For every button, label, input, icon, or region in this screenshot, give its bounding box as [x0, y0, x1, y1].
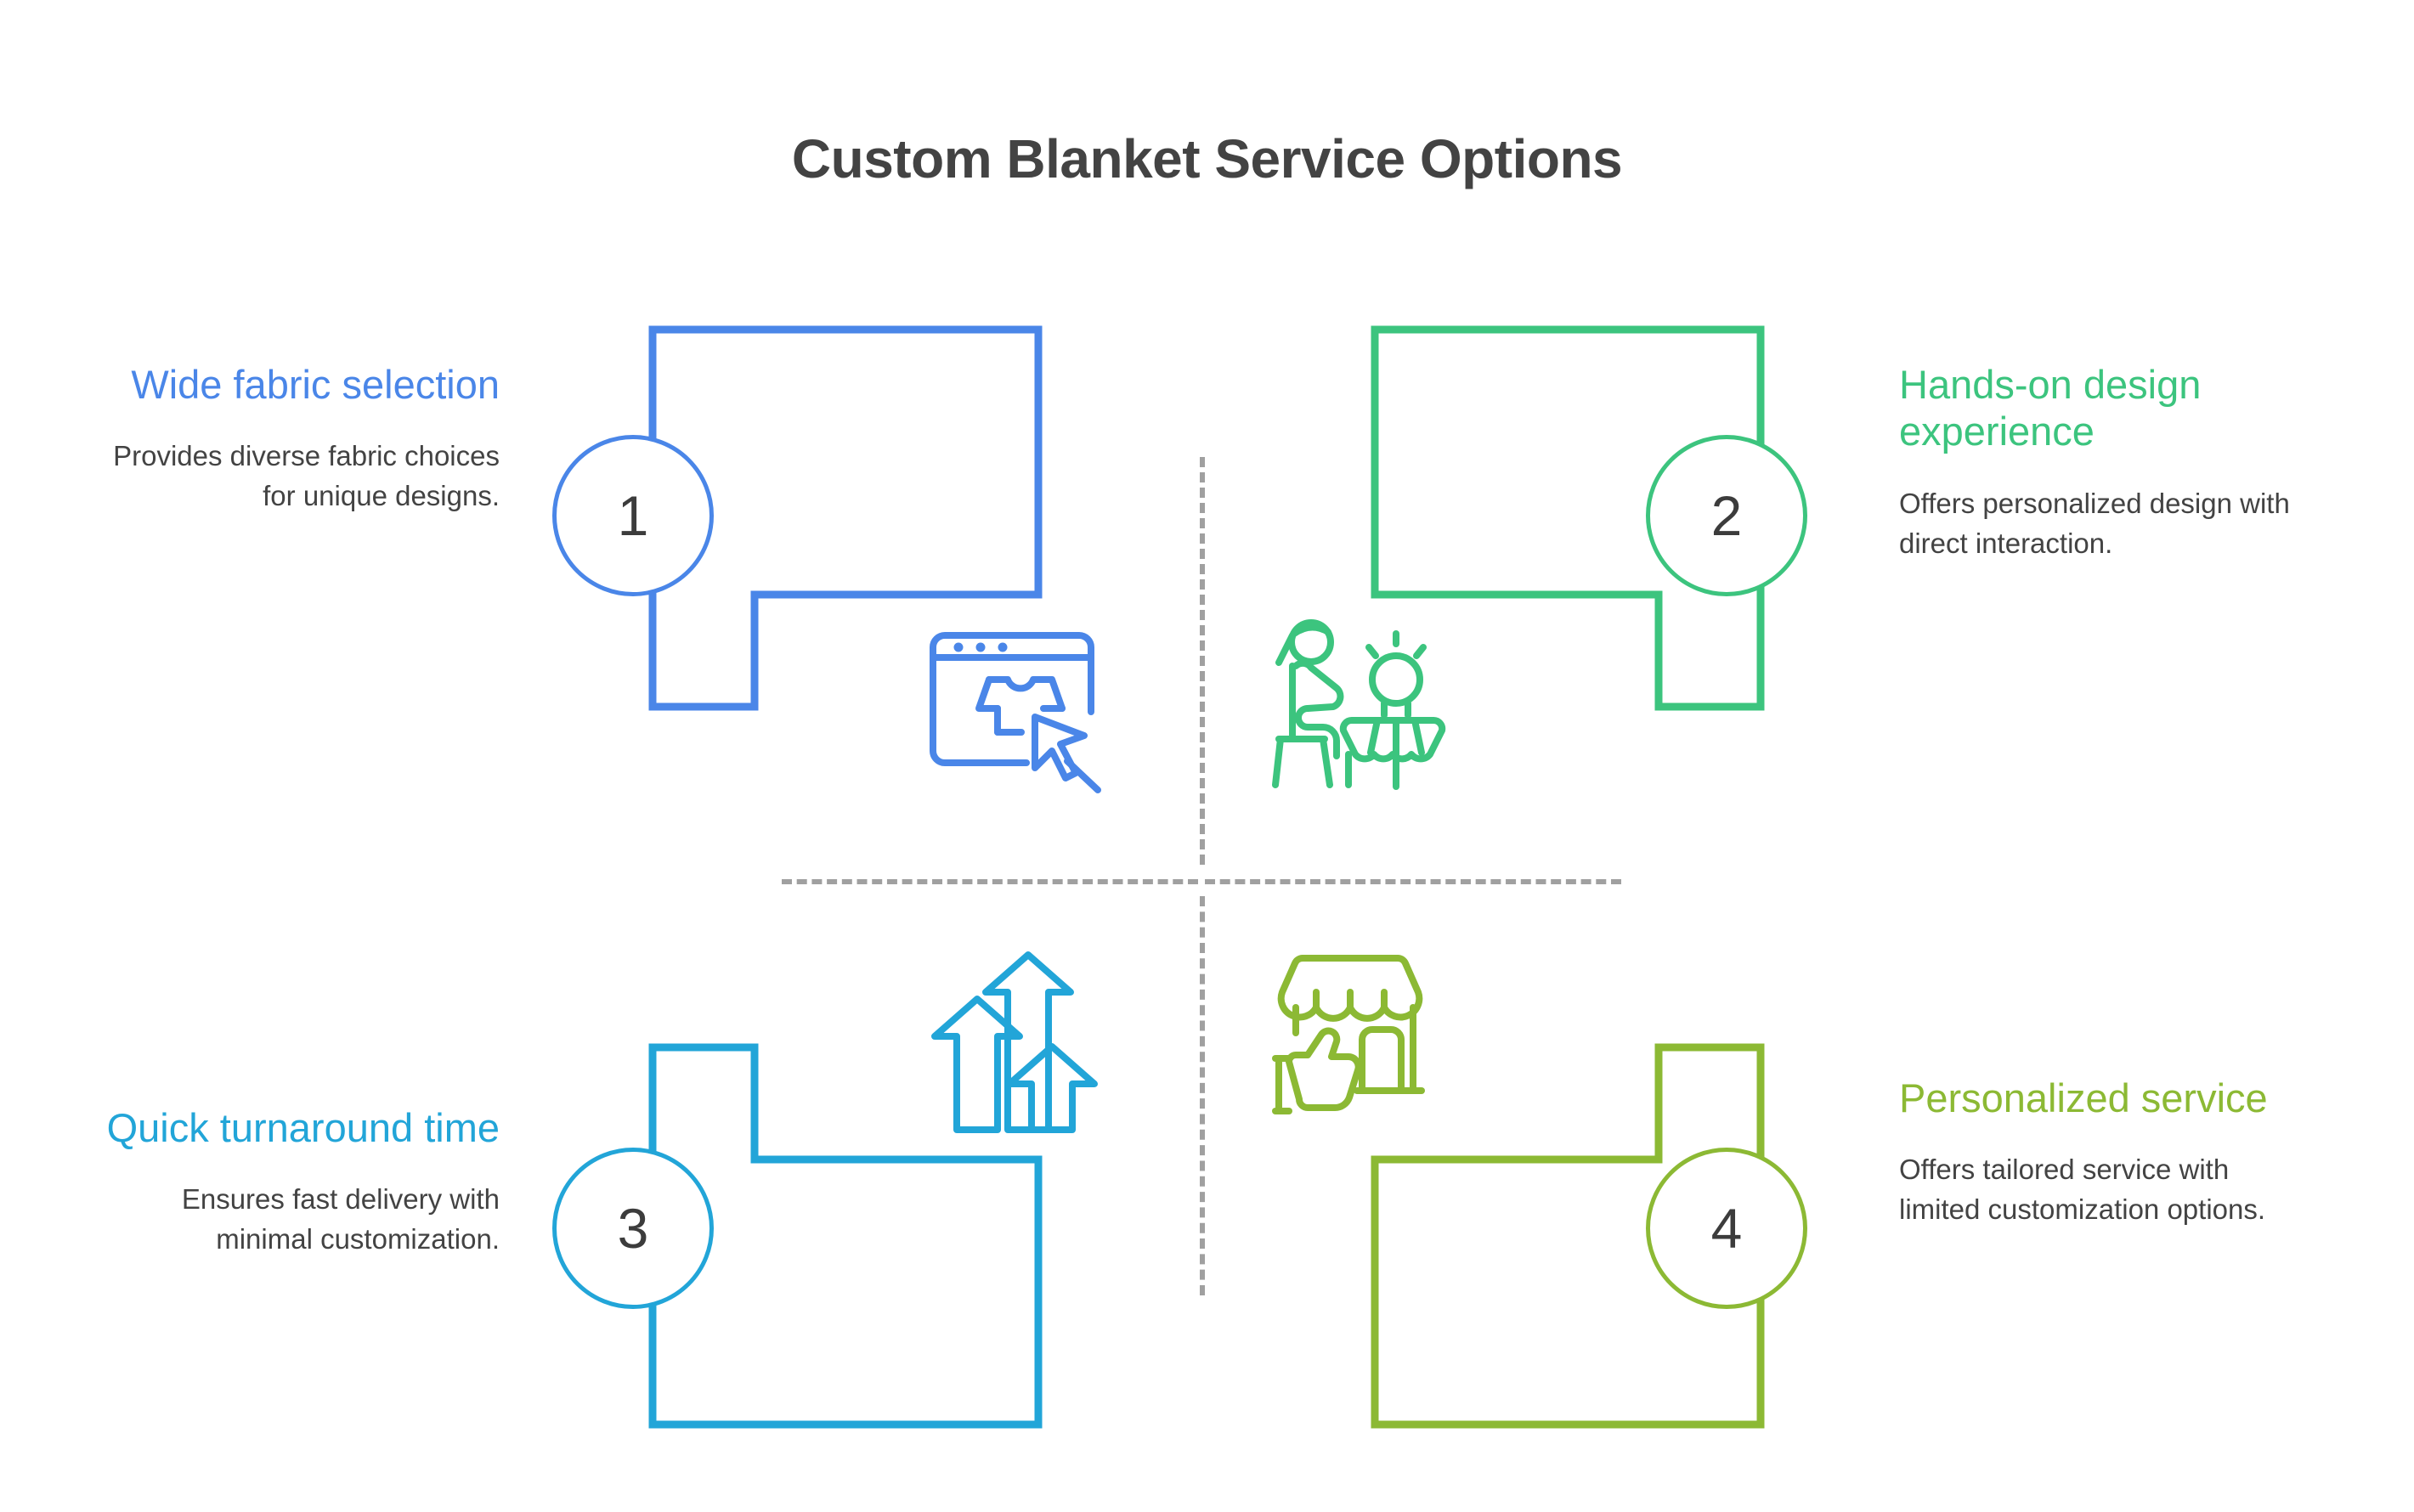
quadrant-4-heading: Personalized service [1899, 1075, 2268, 1120]
quadrant-2-text: Hands-on design experience Offers person… [1899, 361, 2298, 564]
bracket-shape-2 [1368, 323, 1767, 714]
divider-vertical-bottom [1200, 896, 1205, 1295]
divider-horizontal-right [1205, 879, 1621, 884]
person-consultation-icon [1270, 610, 1461, 790]
number-badge-1: 1 [552, 435, 714, 596]
quadrant-2-heading: Hands-on design experience [1899, 362, 2202, 454]
quadrant-3-text: Quick turnaround time Ensures fast deliv… [100, 1104, 500, 1260]
bracket-shape-4 [1368, 1041, 1767, 1431]
page-title: Custom Blanket Service Options [791, 128, 1623, 189]
divider-vertical-top [1200, 457, 1205, 865]
quadrant-1-text: Wide fabric selection Provides diverse f… [100, 361, 500, 516]
number-badge-3-label: 3 [617, 1197, 649, 1260]
number-badge-4: 4 [1646, 1148, 1807, 1309]
browser-tshirt-cursor-icon [918, 610, 1130, 793]
number-badge-4-label: 4 [1710, 1197, 1743, 1260]
divider-horizontal-left [782, 879, 1198, 884]
quadrant-3-body: Ensures fast delivery with minimal custo… [181, 1183, 500, 1255]
quadrant-1-body: Provides diverse fabric choices for uniq… [113, 440, 500, 512]
number-badge-1-label: 1 [617, 484, 649, 547]
bracket-shape-1 [646, 323, 1045, 714]
number-badge-2-label: 2 [1710, 484, 1743, 547]
bracket-shape-3 [646, 1041, 1045, 1431]
quadrant-1-heading: Wide fabric selection [131, 362, 500, 407]
quadrant-4-body: Offers tailored service with limited cus… [1899, 1154, 2266, 1226]
number-badge-3: 3 [552, 1148, 714, 1309]
three-up-arrows-icon [931, 950, 1103, 1137]
storefront-thumbsup-icon [1270, 950, 1461, 1120]
quadrant-4-text: Personalized service Offers tailored ser… [1899, 1075, 2298, 1230]
quadrant-3-heading: Quick turnaround time [106, 1105, 500, 1150]
quadrant-2-body: Offers personalized design with direct i… [1899, 487, 2290, 559]
number-badge-2: 2 [1646, 435, 1807, 596]
